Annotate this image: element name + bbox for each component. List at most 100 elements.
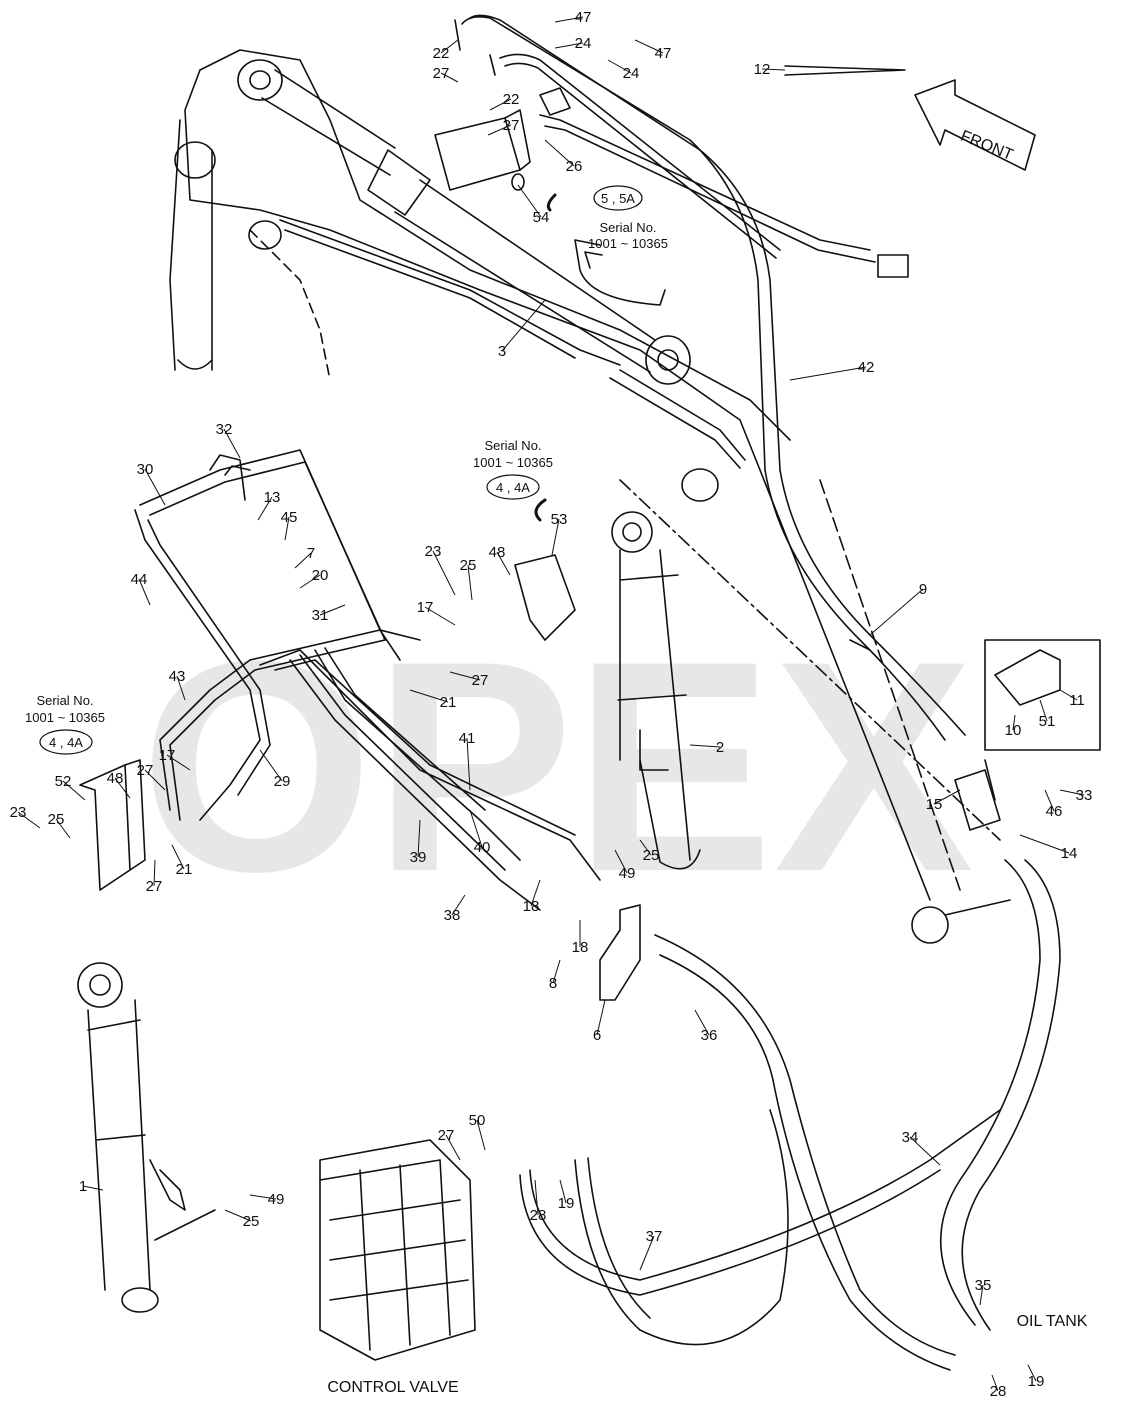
- leader-line: [496, 551, 511, 576]
- leader-line: [409, 689, 449, 703]
- leader-line: [761, 68, 786, 71]
- leader-line: [517, 184, 542, 218]
- part-label-47: 47: [575, 9, 592, 26]
- part-label-21: 21: [176, 861, 193, 878]
- leader-line: [544, 139, 575, 167]
- part-label-24: 24: [575, 35, 592, 52]
- part-label-23: 23: [10, 804, 27, 821]
- part-label-49: 49: [619, 865, 636, 882]
- leader-line: [144, 468, 166, 506]
- leader-line: [223, 428, 241, 459]
- leader-line: [259, 749, 283, 782]
- leader-line: [476, 1119, 486, 1151]
- serial-note-range: 1001 ~ 10365: [588, 236, 668, 251]
- leader-line: [82, 1185, 104, 1191]
- part-label-33: 33: [1076, 787, 1093, 804]
- leader-lines: [17, 16, 1085, 1392]
- control-valve-caption: CONTROL VALVE: [327, 1379, 458, 1396]
- leader-line: [469, 809, 483, 848]
- leader-line: [933, 789, 961, 805]
- part-label-45: 45: [281, 509, 298, 526]
- part-label-17: 17: [159, 747, 176, 764]
- leader-line: [440, 72, 459, 83]
- leader-line: [596, 999, 606, 1036]
- leader-line: [440, 39, 459, 54]
- part-label-8: 8: [549, 975, 557, 992]
- serial-note-text: Serial No.: [484, 438, 541, 453]
- part-label-2: 2: [716, 739, 724, 756]
- part-label-46: 46: [1046, 803, 1063, 820]
- part-label-51: 51: [1039, 713, 1056, 730]
- part-label-44: 44: [131, 571, 148, 588]
- part-label-41: 41: [459, 730, 476, 747]
- part-label-18: 18: [572, 939, 589, 956]
- part-label-43: 43: [169, 668, 186, 685]
- front-arrow-label: FRONT: [958, 128, 1016, 164]
- part-label-30: 30: [137, 461, 154, 478]
- leader-line: [487, 124, 512, 136]
- serial-note-ref: 4 , 4A: [49, 735, 83, 750]
- leader-line: [551, 518, 560, 556]
- leader-line: [467, 564, 473, 601]
- serial-note-left: Serial No. 1001 ~ 10365 4 , 4A: [25, 693, 105, 755]
- part-label-28: 28: [990, 1383, 1007, 1400]
- serial-note-range: 1001 ~ 10365: [25, 710, 105, 725]
- part-label-22: 22: [433, 45, 450, 62]
- part-label-49: 49: [268, 1191, 285, 1208]
- leader-line: [991, 1374, 999, 1392]
- part-label-42: 42: [858, 359, 875, 376]
- part-label-18: 18: [523, 898, 540, 915]
- part-label-24: 24: [623, 65, 640, 82]
- leader-line: [869, 588, 924, 636]
- serial-note-text: Serial No.: [36, 693, 93, 708]
- part-label-34: 34: [902, 1129, 919, 1146]
- serial-note-range: 1001 ~ 10365: [473, 455, 553, 470]
- leader-line: [639, 1235, 655, 1271]
- part-label-54: 54: [533, 209, 550, 226]
- leader-line: [171, 844, 185, 870]
- part-label-14: 14: [1061, 845, 1078, 862]
- serial-note-ref: 5 , 5A: [601, 191, 635, 206]
- part-labels: 4747242422272227265412342323013457204431…: [10, 9, 1093, 1400]
- part-label-27: 27: [433, 65, 450, 82]
- leader-line: [432, 550, 456, 596]
- part-label-28: 28: [530, 1207, 547, 1224]
- leader-line: [554, 16, 584, 23]
- leader-line: [530, 879, 541, 907]
- part-label-25: 25: [460, 557, 477, 574]
- line-art: [77, 14, 1101, 1371]
- leader-line: [62, 780, 86, 801]
- leader-line: [424, 606, 456, 626]
- leader-line: [1044, 789, 1055, 812]
- part-label-7: 7: [307, 545, 315, 562]
- leader-line: [1027, 1364, 1037, 1382]
- part-label-19: 19: [1028, 1373, 1045, 1390]
- leader-line: [614, 849, 628, 874]
- leader-line: [1039, 699, 1048, 722]
- part-label-35: 35: [975, 1277, 992, 1294]
- part-label-36: 36: [701, 1027, 718, 1044]
- leader-line: [554, 42, 584, 49]
- leader-line: [689, 744, 721, 748]
- leader-line: [294, 552, 312, 569]
- leader-line: [284, 516, 290, 541]
- leader-line: [1059, 689, 1078, 701]
- leader-line: [153, 859, 156, 887]
- leader-line: [639, 839, 652, 856]
- leader-line: [501, 299, 546, 352]
- part-label-17: 17: [417, 599, 434, 616]
- leader-line: [451, 894, 466, 916]
- leader-line: [299, 574, 321, 589]
- leader-line: [17, 811, 41, 829]
- leader-line: [466, 737, 471, 791]
- leader-line: [249, 1194, 277, 1200]
- leader-line: [559, 1179, 567, 1204]
- leader-line: [144, 769, 166, 791]
- part-label-25: 25: [243, 1213, 260, 1230]
- part-label-26: 26: [566, 158, 583, 175]
- part-label-19: 19: [558, 1195, 575, 1212]
- leader-line: [552, 959, 561, 984]
- serial-note-ref: 4 , 4A: [496, 480, 530, 495]
